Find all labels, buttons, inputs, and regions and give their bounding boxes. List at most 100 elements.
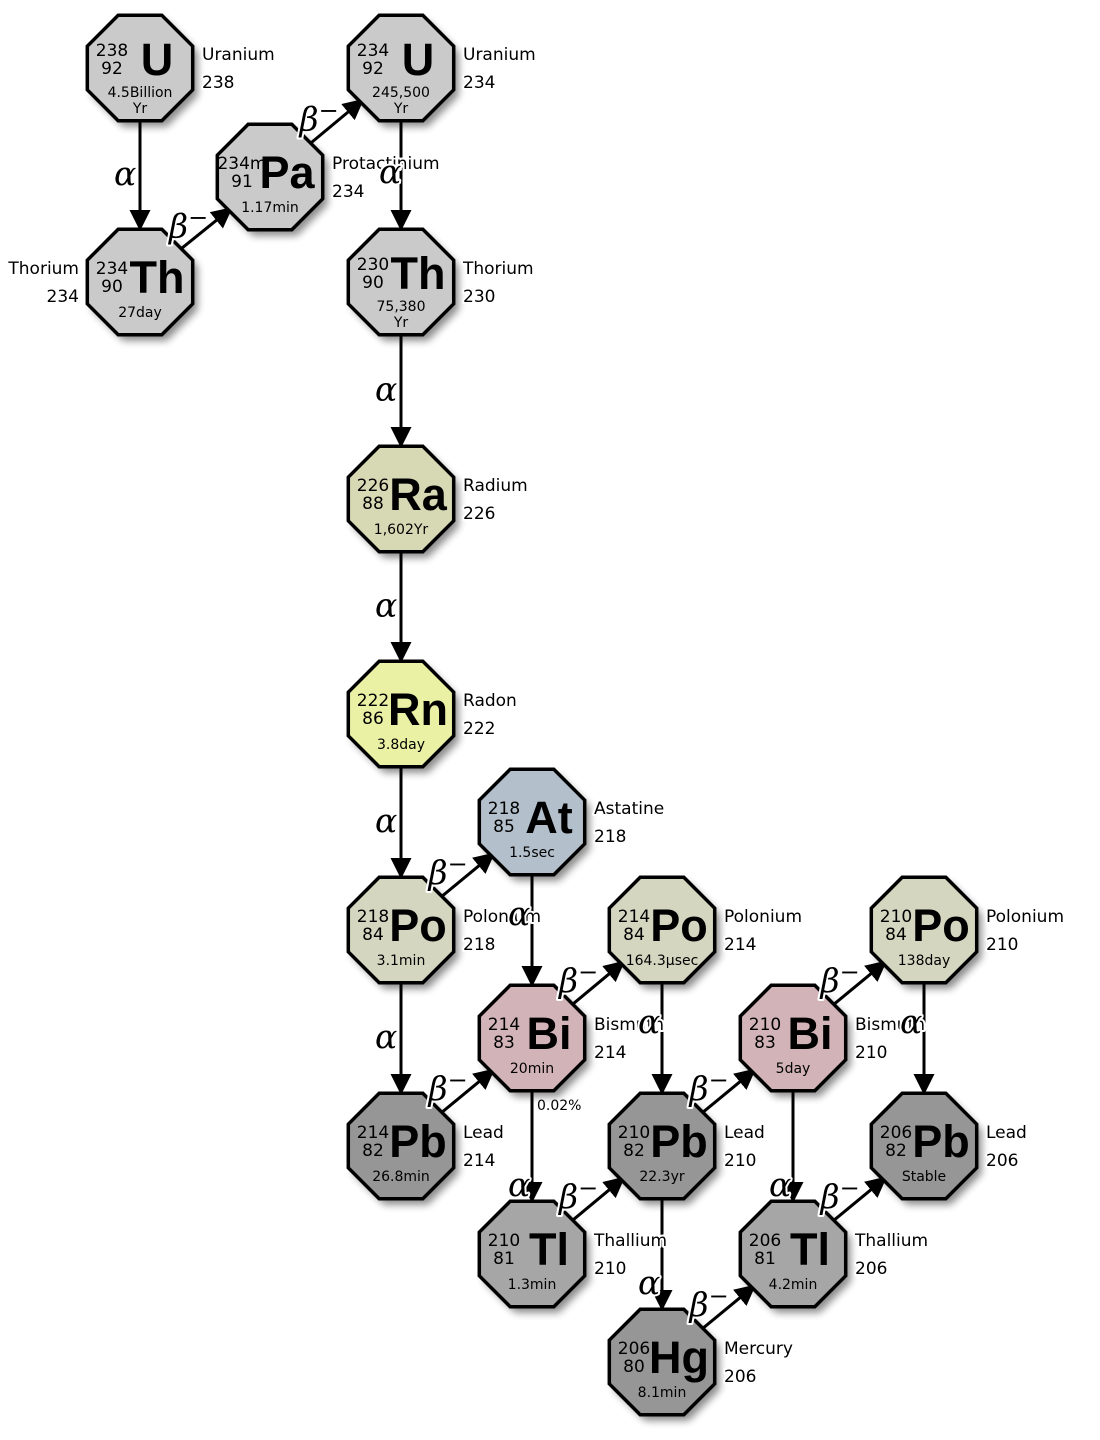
half-life: 164.3μsec (626, 953, 699, 969)
mass-number: 210 (488, 1231, 520, 1251)
element-symbol: Tl (529, 1224, 569, 1275)
element-name: Mercury (724, 1339, 793, 1359)
half-life: 20min (510, 1061, 554, 1077)
nuclide-octagon (215, 122, 325, 232)
mass-number: 206 (749, 1231, 781, 1251)
beta-label: β− (819, 958, 860, 1000)
element-symbol: Pb (389, 1116, 447, 1167)
beta-label: β− (688, 1282, 729, 1324)
atomic-number: 84 (623, 925, 645, 945)
element-name: Thallium (854, 1231, 928, 1251)
beta-minus-sup: − (188, 204, 208, 232)
atomic-number: 92 (101, 59, 123, 79)
element-mass-label: 206 (724, 1367, 756, 1387)
nuclide-octagon (85, 227, 195, 337)
atomic-number: 88 (362, 494, 384, 514)
element-mass-label: 214 (463, 1151, 495, 1171)
nuclide-octagon (477, 1199, 587, 1309)
nuclide-octagon (346, 227, 456, 337)
half-life: 8.1min (638, 1385, 687, 1401)
nuclide-octagon (607, 1307, 717, 1417)
half-life: 75,380 (377, 299, 426, 315)
atomic-number: 85 (493, 817, 515, 837)
beta-symbol: β (427, 853, 448, 892)
half-life: 1.17min (241, 200, 299, 216)
element-mass-label: 218 (594, 827, 626, 847)
element-mass-label: 210 (594, 1259, 626, 1279)
alpha-label: α (638, 1263, 660, 1302)
decay-arrow-beta (830, 960, 887, 1008)
half-life: 1,602Yr (374, 522, 429, 538)
alpha-label: α (375, 370, 397, 409)
mass-number: 206 (880, 1123, 912, 1143)
beta-minus-sup: − (319, 97, 339, 125)
nuclide-octagon (85, 13, 195, 123)
mass-number: 234m (217, 154, 266, 174)
atomic-number: 86 (362, 709, 384, 729)
alpha-label: α (508, 894, 530, 933)
nuclide-octagon (738, 1199, 848, 1309)
element-mass-label: 222 (463, 719, 495, 739)
beta-minus-sup: − (578, 1174, 598, 1202)
atomic-number: 91 (231, 172, 253, 192)
beta-symbol: β (557, 961, 578, 1000)
element-name: Radon (463, 691, 517, 711)
element-mass-label: 230 (463, 287, 495, 307)
half-life: 138day (898, 953, 950, 969)
half-life: 27day (118, 305, 162, 321)
element-symbol: Pb (912, 1116, 970, 1167)
mass-number: 234 (96, 259, 128, 279)
atomic-number: 84 (362, 925, 384, 945)
half-life: 3.1min (377, 953, 426, 969)
alpha-label: α (900, 1002, 922, 1041)
element-symbol: Th (391, 248, 446, 299)
element-symbol: Ra (389, 469, 447, 520)
half-life: Yr (393, 101, 409, 117)
nuclide-octagon (477, 767, 587, 877)
nuclide-octagon (346, 659, 456, 769)
element-name: Protactinium (332, 154, 440, 174)
atomic-number: 81 (493, 1249, 515, 1269)
decay-arrow-beta (438, 852, 495, 900)
element-mass-label: 218 (463, 935, 495, 955)
decay-arrow-beta (307, 98, 365, 147)
beta-label: β− (427, 850, 468, 892)
atomic-number: 80 (623, 1357, 645, 1377)
half-life: 3.8day (377, 737, 425, 753)
element-name: Astatine (594, 799, 664, 819)
beta-symbol: β (688, 1285, 709, 1324)
half-life: 1.3min (508, 1277, 557, 1293)
nuclide-octagon (477, 983, 587, 1093)
beta-minus-sup: − (709, 1282, 729, 1310)
beta-minus-sup: − (840, 958, 860, 986)
element-name: Thallium (593, 1231, 667, 1251)
half-life: 26.8min (372, 1169, 430, 1185)
half-life: Yr (393, 315, 409, 331)
mass-number: 238 (96, 41, 128, 61)
nuclide-octagon (346, 1091, 456, 1201)
alpha-label: α (508, 1165, 530, 1204)
decay-arrow-beta (177, 207, 233, 252)
mass-number: 230 (357, 255, 389, 275)
decay-arrow-beta (569, 1176, 626, 1224)
beta-symbol: β (557, 1177, 578, 1216)
atomic-number: 84 (885, 925, 907, 945)
beta-label: β− (557, 958, 598, 1000)
half-life: Yr (132, 101, 148, 117)
beta-minus-sup: − (578, 958, 598, 986)
element-symbol: Tl (790, 1224, 830, 1275)
half-life: Stable (902, 1169, 946, 1185)
element-name: Thorium (462, 259, 534, 279)
nuclide-octagon (607, 875, 717, 985)
element-mass-label: 210 (855, 1043, 887, 1063)
